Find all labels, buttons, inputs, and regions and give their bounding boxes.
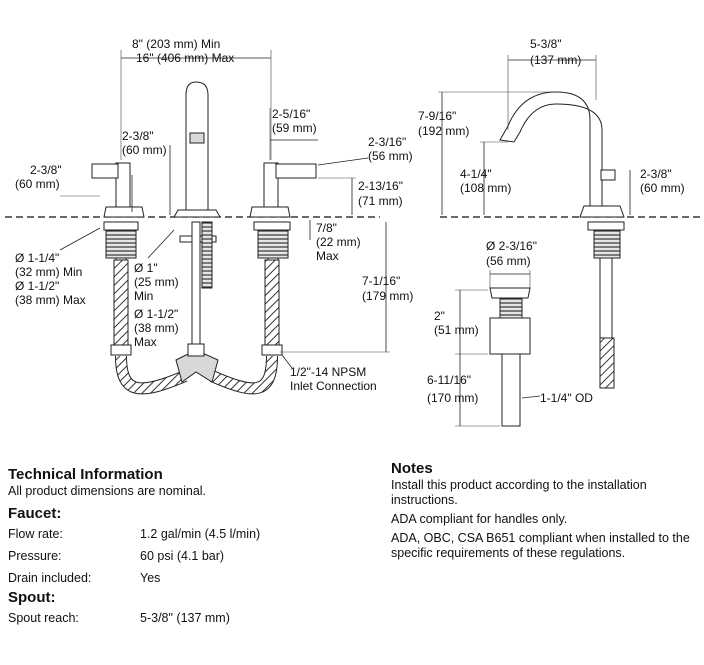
svg-text:Ø 1-1/4": Ø 1-1/4" xyxy=(15,251,59,265)
svg-text:(59 mm): (59 mm) xyxy=(272,121,317,135)
svg-text:(38 mm): (38 mm) xyxy=(134,321,179,335)
side-handle-dimension: 2-3/8" (60 mm) xyxy=(629,167,685,215)
handle-height-dimension: 2-3/8" (60 mm) xyxy=(15,163,133,212)
svg-text:2-3/8": 2-3/8" xyxy=(30,163,62,177)
spread-min-label: 8" (203 mm) Min xyxy=(132,37,220,51)
pressure-row: Pressure: 60 psi (4.1 bar) xyxy=(8,549,225,563)
svg-text:(137 mm): (137 mm) xyxy=(530,53,581,67)
flow-rate-row: Flow rate: 1.2 gal/min (4.5 l/min) xyxy=(8,527,261,541)
svg-text:(22 mm): (22 mm) xyxy=(316,235,361,249)
handle-diameter-dimension: 2-5/16" (59 mm) xyxy=(269,107,318,160)
svg-text:6-11/16": 6-11/16" xyxy=(427,373,471,387)
supply-hoses xyxy=(113,259,280,395)
technical-title: Technical Information xyxy=(8,466,163,483)
spout-hole-dimension: Ø 1" (25 mm) Min Ø 1-1/2" (38 mm) Max xyxy=(134,229,179,349)
notes-line-3: ADA, OBC, CSA B651 compliant when instal… xyxy=(391,531,690,560)
notes-line-1: Install this product according to the in… xyxy=(391,478,647,507)
faucet-dimension-drawing: 8" (203 mm) Min 16" (406 mm) Max 2-3/8" … xyxy=(5,37,700,427)
svg-text:Inlet Connection: Inlet Connection xyxy=(290,379,377,393)
svg-text:Max: Max xyxy=(134,335,157,349)
svg-text:(60 mm): (60 mm) xyxy=(640,181,685,195)
svg-text:(25 mm): (25 mm) xyxy=(134,275,179,289)
svg-text:(192 mm): (192 mm) xyxy=(418,124,469,138)
svg-text:Ø 2-3/16": Ø 2-3/16" xyxy=(486,239,537,253)
handle-top-dimension: 2-13/16" (71 mm) xyxy=(318,177,403,215)
inlet-connection-label: 1/2"-14 NPSM Inlet Connection xyxy=(281,354,377,393)
right-handle xyxy=(249,162,317,356)
svg-text:(32 mm) Min: (32 mm) Min xyxy=(15,265,82,279)
drain-diameter-dimension: Ø 2-3/16" (56 mm) xyxy=(486,239,537,288)
svg-text:7/8": 7/8" xyxy=(316,221,337,235)
spout-heading: Spout: xyxy=(8,589,56,606)
shank-length-dimension: 7-1/16" (179 mm) xyxy=(280,222,413,353)
svg-text:(71 mm): (71 mm) xyxy=(358,194,403,208)
notes-section: Notes Install this product according to … xyxy=(391,460,691,565)
deck-thickness-dimension: 7/8" (22 mm) Max xyxy=(309,220,361,263)
spread-max-label: 16" (406 mm) Max xyxy=(136,51,234,65)
stem-dimension: 2-3/8" (60 mm) xyxy=(122,129,171,215)
svg-text:2-13/16": 2-13/16" xyxy=(358,179,403,193)
svg-text:7-1/16": 7-1/16" xyxy=(362,274,400,288)
faucet-heading: Faucet: xyxy=(8,505,62,522)
svg-text:2-3/8": 2-3/8" xyxy=(640,167,672,181)
svg-text:(179 mm): (179 mm) xyxy=(362,289,413,303)
svg-text:2-3/8": 2-3/8" xyxy=(122,129,154,143)
svg-text:(38 mm) Max: (38 mm) Max xyxy=(15,293,86,307)
spout-front xyxy=(173,81,221,348)
svg-text:(60 mm): (60 mm) xyxy=(122,143,167,157)
svg-text:1/2"-14 NPSM: 1/2"-14 NPSM xyxy=(290,365,366,379)
svg-text:2-3/16": 2-3/16" xyxy=(368,135,406,149)
outlet-height-dimension: 4-1/4" (108 mm) xyxy=(460,141,511,215)
spout-side xyxy=(499,91,625,389)
svg-text:(56 mm): (56 mm) xyxy=(368,149,413,163)
svg-text:Ø 1": Ø 1" xyxy=(134,261,158,275)
svg-text:(56 mm): (56 mm) xyxy=(486,254,531,268)
svg-text:7-9/16": 7-9/16" xyxy=(418,109,456,123)
svg-text:Max: Max xyxy=(316,249,339,263)
svg-text:(51 mm): (51 mm) xyxy=(434,323,479,337)
svg-text:Ø 1-1/2": Ø 1-1/2" xyxy=(15,279,59,293)
svg-text:(60 mm): (60 mm) xyxy=(15,177,60,191)
svg-text:5-3/8": 5-3/8" xyxy=(530,37,562,51)
spread-dimension: 8" (203 mm) Min 16" (406 mm) Max xyxy=(120,37,272,160)
svg-text:4-1/4": 4-1/4" xyxy=(460,167,492,181)
svg-text:(170 mm): (170 mm) xyxy=(427,391,478,405)
notes-title: Notes xyxy=(391,460,433,477)
spout-reach-row: Spout reach: 5-3/8" (137 mm) xyxy=(8,611,230,625)
technical-information: Technical Information All product dimens… xyxy=(8,466,378,629)
tailpiece-dimension: 6-11/16" (170 mm) 1-1/4" OD xyxy=(427,354,593,427)
svg-text:Min: Min xyxy=(134,289,153,303)
spout-reach-dimension: 5-3/8" (137 mm) xyxy=(507,37,597,130)
pop-up-drain xyxy=(489,287,531,427)
svg-text:(108 mm): (108 mm) xyxy=(460,181,511,195)
drain-row: Drain included: Yes xyxy=(8,571,161,585)
drain-body-dimension: 2" (51 mm) xyxy=(434,289,488,355)
handle-hole-dimension: Ø 1-1/4" (32 mm) Min Ø 1-1/2" (38 mm) Ma… xyxy=(15,227,101,307)
svg-text:2-5/16": 2-5/16" xyxy=(272,107,310,121)
svg-text:Ø 1-1/2": Ø 1-1/2" xyxy=(134,307,178,321)
notes-line-2: ADA compliant for handles only. xyxy=(391,512,568,526)
svg-text:1-1/4" OD: 1-1/4" OD xyxy=(540,391,593,405)
svg-text:2": 2" xyxy=(434,309,445,323)
technical-subtitle: All product dimensions are nominal. xyxy=(8,484,207,498)
base-width-dimension: 2-3/16" (56 mm) xyxy=(317,135,413,166)
spout-height-dimension: 7-9/16" (192 mm) xyxy=(418,91,555,215)
